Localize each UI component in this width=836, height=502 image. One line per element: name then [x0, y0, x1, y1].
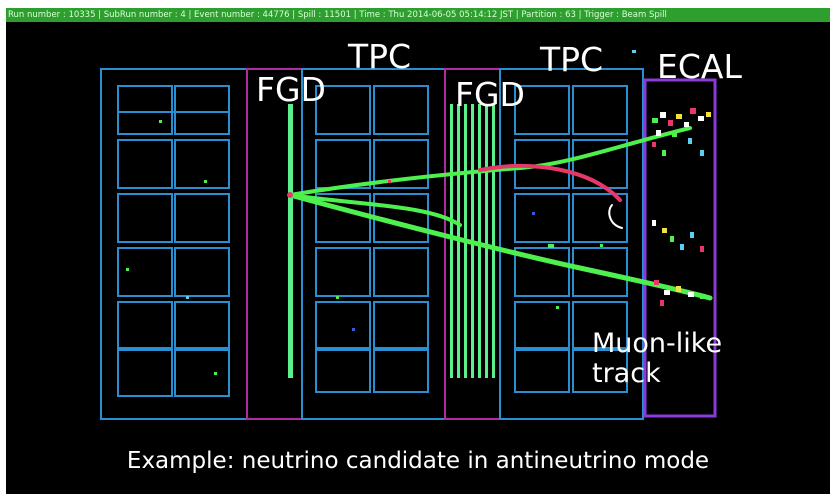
ecal-hits — [652, 108, 711, 306]
fgd1-bar — [288, 104, 293, 378]
ecal-outline — [643, 78, 717, 418]
particle-tracks — [287, 126, 713, 301]
muon-annotation-line1: Muon-like — [592, 328, 723, 359]
ecal-label: ECAL — [657, 47, 742, 86]
red-curved-track — [478, 164, 622, 202]
tpc2-label: TPC — [540, 40, 604, 79]
tpc2-grid — [514, 85, 628, 393]
fgd2-label: FGD — [455, 75, 525, 114]
middle-green-track — [288, 193, 462, 227]
tpc1-grid — [315, 85, 429, 393]
run-info-status-bar: Run number : 10335 | SubRun number : 4 |… — [6, 8, 830, 22]
interaction-vertex — [287, 192, 293, 198]
muon-annotation-line2: track — [592, 358, 661, 389]
fgd1-label: FGD — [256, 70, 326, 109]
tpc1-label: TPC — [348, 37, 412, 76]
muon-like-track — [287, 192, 713, 301]
upstream-module-grid — [117, 85, 230, 397]
scattered-hits — [126, 50, 636, 375]
tpc2-outline — [499, 68, 644, 420]
upper-green-track — [288, 126, 692, 197]
short-curl-track — [608, 204, 623, 229]
fgd1-outline — [246, 68, 303, 420]
slide-caption: Example: neutrino candidate in antineutr… — [126, 448, 710, 474]
